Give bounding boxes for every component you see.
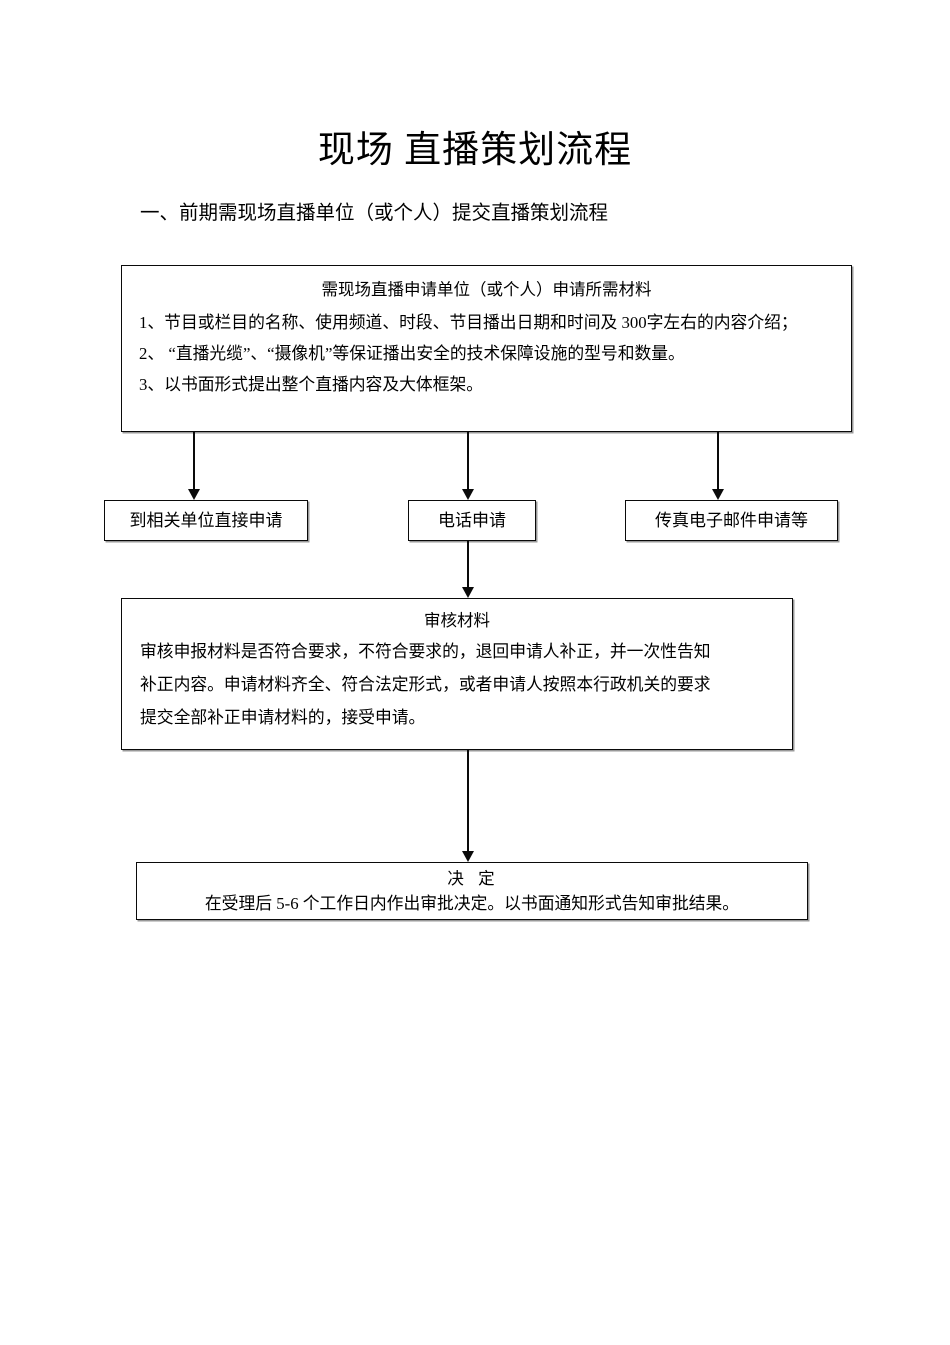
review-materials-box: 审核材料 审核申报材料是否符合要求，不符合要求的，退回申请人补正，并一次性告知 … xyxy=(121,598,793,750)
channel-box-phone-apply: 电话申请 xyxy=(408,500,536,541)
connector-review-to-decision xyxy=(467,750,469,852)
channel-box-fax-email-apply: 传真电子邮件申请等 xyxy=(625,500,838,541)
decision-body: 在受理后 5-6 个工作日内作出审批决定。以书面通知形式告知审批结果。 xyxy=(204,894,740,913)
review-materials-line-3: 提交全部补正申请材料的，接受申请。 xyxy=(140,708,426,727)
section-heading-one: 一、前期需现场直播单位（或个人）提交直播策划流程 xyxy=(140,203,609,224)
channel-box-direct-apply-label: 到相关单位直接申请 xyxy=(129,510,283,530)
review-materials-line-2: 补正内容。申请材料齐全、符合法定形式，或者申请人按照本行政机关的要求 xyxy=(140,675,711,694)
channel-box-phone-apply-label: 电话申请 xyxy=(438,510,506,530)
arrowhead-materials-to-phone-apply xyxy=(462,489,474,500)
required-materials-item-1: 1、节目或栏目的名称、使用频道、时段、节目播出日期和时间及 300字左右的内容介… xyxy=(139,313,798,332)
arrowhead-phone-apply-to-review xyxy=(462,587,474,598)
connector-materials-to-direct-apply xyxy=(193,432,195,490)
decision-box: 决 定 在受理后 5-6 个工作日内作出审批决定。以书面通知形式告知审批结果。 xyxy=(136,862,808,920)
connector-materials-to-phone-apply xyxy=(467,432,469,490)
connector-materials-to-fax-email-apply xyxy=(717,432,719,490)
required-materials-heading: 需现场直播申请单位（或个人）申请所需材料 xyxy=(321,280,652,299)
channel-box-fax-email-apply-label: 传真电子邮件申请等 xyxy=(655,510,808,530)
connector-phone-apply-to-review xyxy=(467,541,469,588)
review-materials-line-1: 审核申报材料是否符合要求，不符合要求的，退回申请人补正，并一次性告知 xyxy=(140,642,711,661)
arrowhead-materials-to-direct-apply xyxy=(188,489,200,500)
required-materials-box: 需现场直播申请单位（或个人）申请所需材料 1、节目或栏目的名称、使用频道、时段、… xyxy=(121,265,852,432)
page-title: 现场 直播策划流程 xyxy=(317,130,633,171)
required-materials-item-3: 3、以书面形式提出整个直播内容及大体框架。 xyxy=(139,375,484,394)
review-materials-heading: 审核材料 xyxy=(424,611,490,630)
channel-box-direct-apply: 到相关单位直接申请 xyxy=(104,500,308,541)
required-materials-item-2: 2、 “直播光缆”、“摄像机”等保证播出安全的技术保障设施的型号和数量。 xyxy=(139,344,685,363)
decision-heading: 决 定 xyxy=(447,869,497,888)
arrowhead-review-to-decision xyxy=(462,851,474,862)
arrowhead-materials-to-fax-email-apply xyxy=(712,489,724,500)
